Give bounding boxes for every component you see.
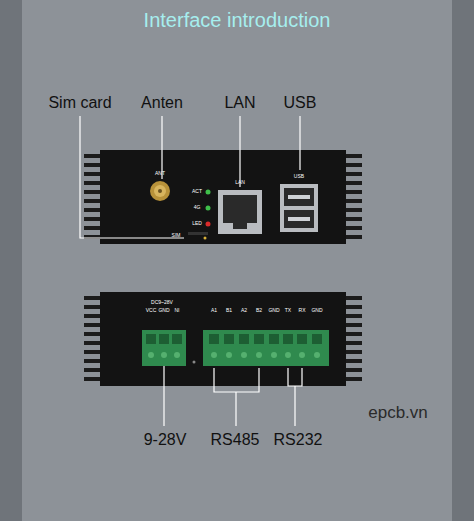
led-label: LED xyxy=(192,221,202,227)
pin-name: GND xyxy=(268,308,279,314)
port-label: SIM xyxy=(172,233,181,239)
watermark: epcb.vn xyxy=(368,404,428,423)
pin-name: A1 xyxy=(211,308,217,314)
callout-label: Sim card xyxy=(48,94,111,112)
pin-name: RX xyxy=(299,308,306,314)
pin-name: B1 xyxy=(226,308,232,314)
title: Interface introduction xyxy=(144,9,331,31)
pin-name: A2 xyxy=(241,308,247,314)
port-label: LAN xyxy=(235,180,245,186)
led-label: ACT xyxy=(192,189,202,195)
pin-name: NI xyxy=(175,308,180,314)
callout-label: LAN xyxy=(224,94,255,112)
pin-name: VCC xyxy=(146,308,157,314)
pin-name: TX xyxy=(285,308,291,314)
pin-name: GND xyxy=(158,308,169,314)
callout-label: 9-28V xyxy=(144,431,187,449)
pin-name: GND xyxy=(311,308,322,314)
port-label: ANT xyxy=(155,171,165,177)
callout-label: RS232 xyxy=(274,431,323,449)
power-label: DC9~28V xyxy=(151,300,173,306)
callout-label: USB xyxy=(284,94,317,112)
callout-label: RS485 xyxy=(211,431,260,449)
port-label: USB xyxy=(294,174,304,180)
pin-name: B2 xyxy=(256,308,262,314)
led-label: 4G xyxy=(194,205,201,211)
callout-label: Anten xyxy=(141,94,183,112)
